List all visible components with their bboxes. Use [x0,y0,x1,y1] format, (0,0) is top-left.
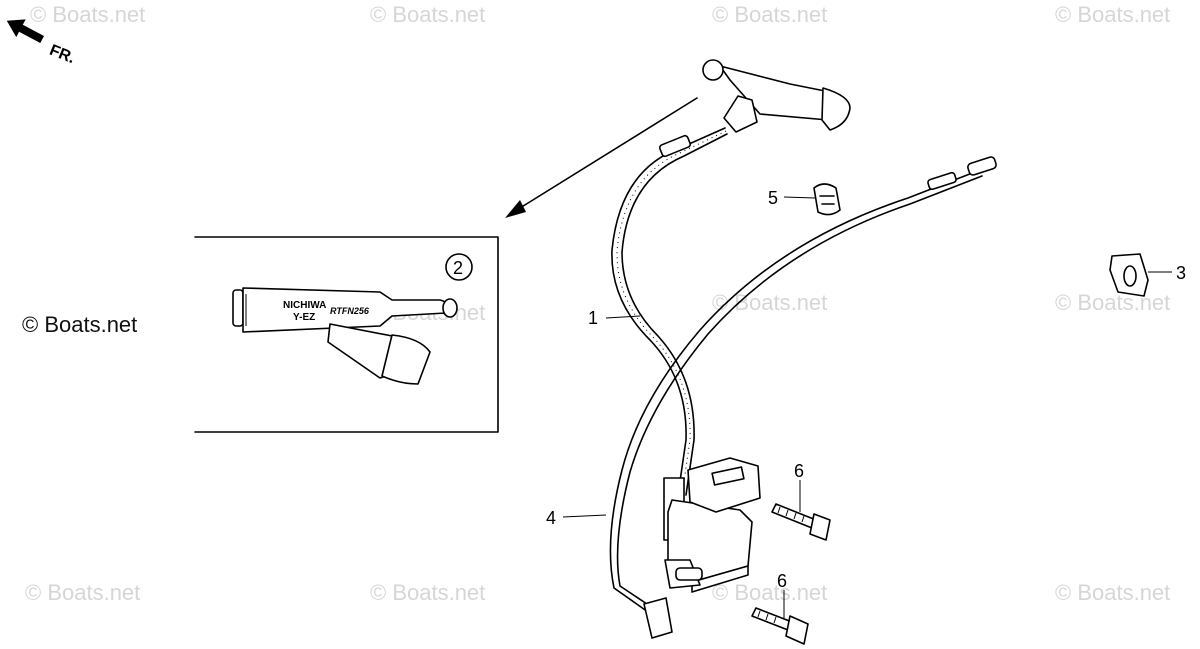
rubber-grommet [1109,253,1149,297]
watermark-prominent: © Boats.net [22,312,137,337]
spark-plug-cap [702,59,851,133]
callout-6-upper: 6 [794,461,804,481]
callout-1: 1 [588,308,598,328]
leader-lines [562,196,1172,618]
cap-part-code-text: RTFN256 [330,306,370,316]
watermarks: © Boats.net © Boats.net © Boats.net © Bo… [22,2,1170,605]
wire-harness [609,156,997,639]
watermark: © Boats.net [1055,2,1170,27]
ignition-coil-assembly [611,127,761,593]
watermark: © Boats.net [370,2,485,27]
front-direction-label: FR. [47,42,77,67]
watermark: © Boats.net [370,580,485,605]
watermark: © Boats.net [1055,580,1170,605]
inset-callout-2: 2 [453,258,463,278]
callout-6-lower: 6 [777,571,787,591]
watermark: © Boats.net [30,2,145,27]
watermark: © Boats.net [712,2,827,27]
inset-callout-circle [445,253,473,281]
flange-bolt-upper [771,503,831,541]
inset-frame [194,236,499,433]
inset-detail: 2 NICHIWA Y-EZ RTFN256 [194,236,499,433]
callout-5: 5 [768,188,778,208]
wire-clip [813,183,841,216]
watermark: © Boats.net [25,580,140,605]
watermark: © Boats.net [1055,290,1170,315]
front-direction-arrow-icon [6,19,45,44]
detail-pointer-arrow [505,97,698,218]
flange-bolt-lower [751,607,809,645]
cap-brand-text: NICHIWA [283,300,326,311]
cap-model-text: Y-EZ [293,312,315,323]
callout-3: 3 [1176,263,1186,283]
spark-plug-cap-detail: NICHIWA Y-EZ RTFN256 [232,287,458,385]
callout-4: 4 [546,508,556,528]
callout-numbers: 1 3 4 5 6 6 [546,188,1186,591]
watermark: © Boats.net [712,580,827,605]
